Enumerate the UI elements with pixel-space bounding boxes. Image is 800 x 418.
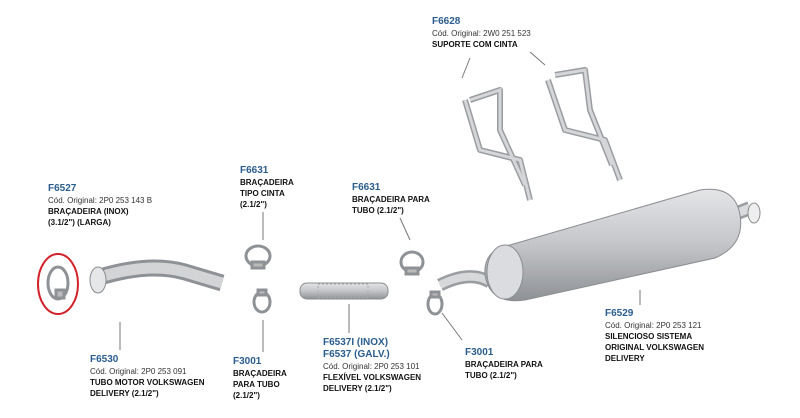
pipe-f6530: [89, 259, 225, 294]
part-code: F6537I (INOX): [323, 337, 389, 348]
part-desc: TIPO CINTA: [240, 189, 285, 198]
part-desc: (3.1/2") (LARGA): [48, 218, 111, 227]
part-desc: SUPORTE COM CINTA: [432, 40, 518, 49]
original-code: Cód. Original: 2P0 253 121: [605, 321, 702, 330]
part-desc: BRAÇADEIRA: [233, 369, 287, 378]
label-f6527: F6527 Cód. Original: 2P0 253 143 B BRAÇA…: [48, 183, 152, 228]
part-desc: PARA TUBO: [233, 380, 280, 389]
part-desc: BRAÇADEIRA (INOX): [48, 207, 129, 216]
part-code: F6530: [90, 354, 119, 365]
label-f6628: F6628 Cód. Original: 2W0 251 523 SUPORTE…: [432, 16, 531, 50]
leader-lines: [119, 51, 641, 352]
part-code: F3001: [465, 347, 494, 358]
part-code: F6631: [352, 182, 381, 193]
original-code: Cód. Original: 2P0 253 143 B: [48, 196, 153, 205]
label-f6631-cinta: F6631 BRAÇADEIRA TIPO CINTA (2.1/2"): [240, 165, 294, 210]
part-code: F6628: [432, 16, 461, 27]
part-code-galv: F6537 (GALV.): [323, 349, 390, 360]
part-desc: DELIVERY (2.1/2"): [90, 389, 159, 398]
part-code: F6529: [605, 308, 634, 319]
part-desc: BRAÇADEIRA PARA: [465, 360, 543, 369]
flex-pipe-f6537: [299, 282, 389, 300]
part-desc: TUBO (2.1/2"): [352, 206, 404, 215]
bracket-f6628: [462, 67, 623, 201]
original-code: Cód. Original: 2P0 253 101: [323, 362, 420, 371]
part-code: F6527: [48, 183, 77, 194]
label-f6530: F6530 Cód. Original: 2P0 253 091 TUBO MO…: [90, 354, 205, 399]
clamp-f6631b: [399, 250, 425, 276]
original-code: Cód. Original: 2P0 253 091: [90, 367, 187, 376]
part-desc: DELIVERY (2.1/2"): [323, 384, 392, 393]
clamp-f3001b: [426, 290, 444, 316]
part-desc: DELIVERY: [605, 354, 645, 363]
part-desc: (2.1/2"): [240, 200, 267, 209]
label-f6529: F6529 Cód. Original: 2P0 253 121 SILENCI…: [605, 308, 704, 364]
bracket-f6628-inner: [463, 68, 622, 201]
original-code: Cód. Original: 2W0 251 523: [432, 29, 531, 38]
part-code: F6631: [240, 165, 269, 176]
part-code: F3001: [233, 356, 262, 367]
part-desc: BRAÇADEIRA PARA: [352, 195, 430, 204]
clamp-f6631a: [244, 244, 272, 270]
label-f3001-right: F3001 BRAÇADEIRA PARA TUBO (2.1/2"): [465, 347, 543, 381]
clamp-f3001a: [252, 288, 272, 314]
label-f6631-tubo: F6631 BRAÇADEIRA PARA TUBO (2.1/2"): [352, 182, 430, 216]
part-desc: ORIGINAL VOLKSWAGEN: [605, 343, 704, 352]
part-desc: FLEXÍVEL VOLKSWAGEN: [323, 373, 422, 382]
clamp-f6527: [46, 265, 70, 301]
label-f3001-left: F3001 BRAÇADEIRA PARA TUBO (2.1/2"): [233, 356, 287, 401]
label-f6537: F6537I (INOX) F6537 (GALV.) Cód. Origina…: [323, 337, 421, 394]
part-desc: TUBO (2.1/2"): [465, 371, 517, 380]
muffler-f6529: [437, 188, 761, 302]
part-desc: BRAÇADEIRA: [240, 178, 294, 187]
part-desc: SILENCIOSO SISTEMA: [605, 332, 693, 341]
highlight-circle: [37, 253, 79, 315]
part-desc: TUBO MOTOR VOLKSWAGEN: [90, 378, 205, 387]
part-desc: (2.1/2"): [233, 391, 260, 400]
